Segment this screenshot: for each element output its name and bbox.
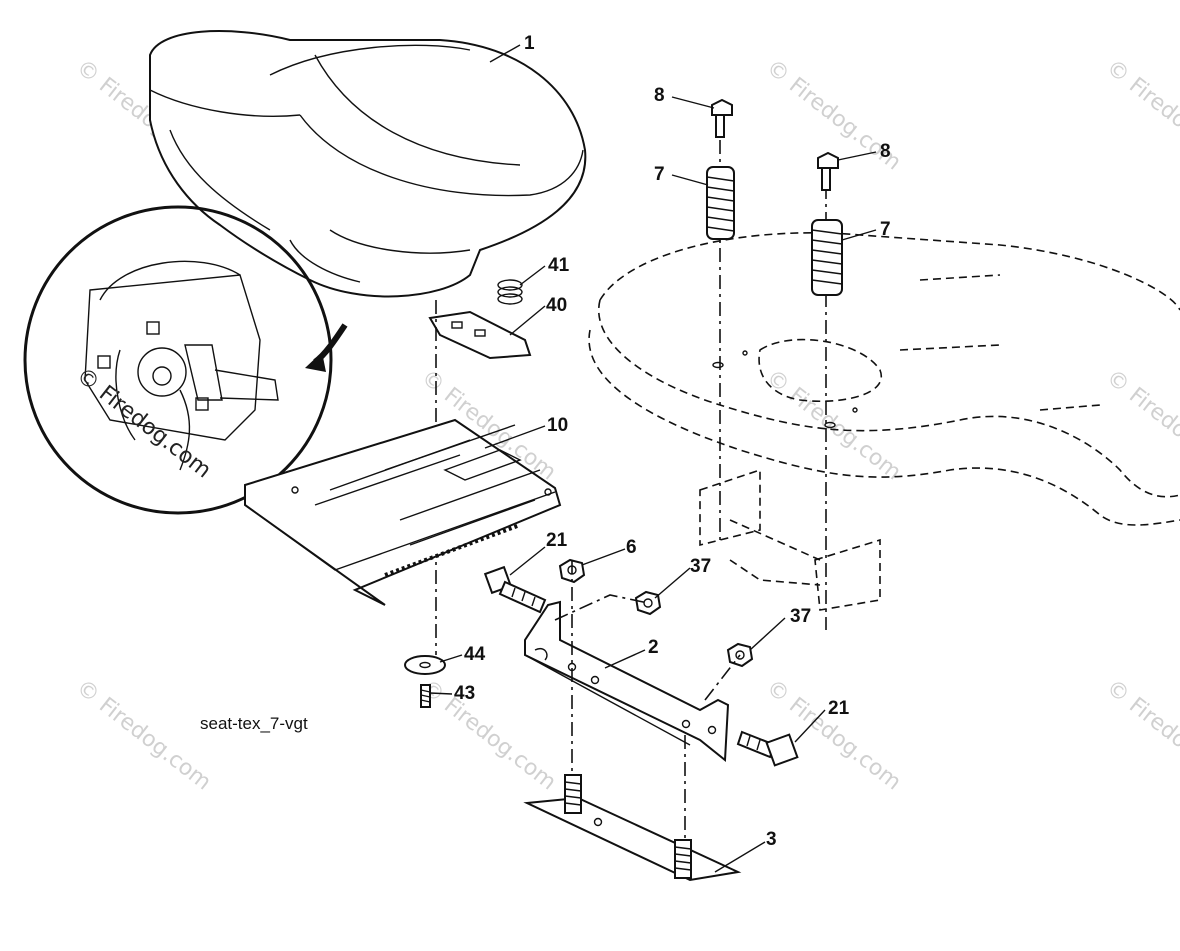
callout-40: 40 (546, 295, 567, 316)
callout-1: 1 (524, 33, 535, 54)
watermark: © Firedog.com (1101, 675, 1180, 795)
switch-bracket-part-40 (428, 310, 532, 360)
watermark: © Firedog.com (761, 675, 905, 795)
nut-part-37 (634, 590, 662, 616)
callout-2: 2 (648, 637, 659, 658)
spring-part-41 (497, 279, 523, 305)
diagram-caption: seat-tex_7-vgt (200, 714, 308, 733)
callout-44: 44 (464, 644, 486, 665)
callout-41: 41 (548, 255, 570, 276)
watermark: © Firedog.com (1101, 365, 1180, 485)
washer-part-44 (404, 655, 446, 675)
callout-21: 21 (546, 530, 568, 551)
callout-21: 21 (828, 698, 850, 719)
bolt-part-21 (736, 730, 799, 767)
stud-part (564, 774, 582, 814)
watermark: © Firedog.com (1101, 55, 1180, 175)
bracket-part-2 (524, 600, 730, 762)
seat-part (149, 30, 587, 298)
bolt-part-8 (711, 98, 733, 138)
callout-7: 7 (880, 219, 891, 240)
callout-8: 8 (880, 141, 891, 162)
arrow-head-icon (305, 352, 326, 372)
spring-part-7 (706, 166, 735, 240)
plate-part-3 (523, 774, 742, 882)
stud-part (674, 839, 692, 879)
seat-pan-part-10 (244, 418, 562, 606)
assembly-line (704, 654, 741, 701)
screw-part-43 (420, 684, 431, 708)
callout-37: 37 (790, 606, 811, 627)
assembly-line (554, 594, 649, 621)
spring-part-7 (811, 219, 843, 296)
callout-10: 10 (547, 415, 568, 436)
bolt-part-8 (817, 151, 839, 191)
callout-37: 37 (690, 556, 711, 577)
leader-lines (429, 44, 877, 873)
callout-7: 7 (654, 164, 665, 185)
callout-43: 43 (454, 683, 475, 704)
fender-frame (588, 232, 1180, 611)
watermark: © Firedog.com (71, 675, 215, 795)
callouts: 1 8 8 7 7 41 40 10 21 6 37 37 2 44 43 21… (454, 33, 891, 850)
callout-3: 3 (766, 829, 777, 850)
bolt-part-21 (483, 565, 547, 614)
watermark: © Firedog.com (761, 365, 905, 485)
callout-6: 6 (626, 537, 637, 558)
callout-8: 8 (654, 85, 665, 106)
